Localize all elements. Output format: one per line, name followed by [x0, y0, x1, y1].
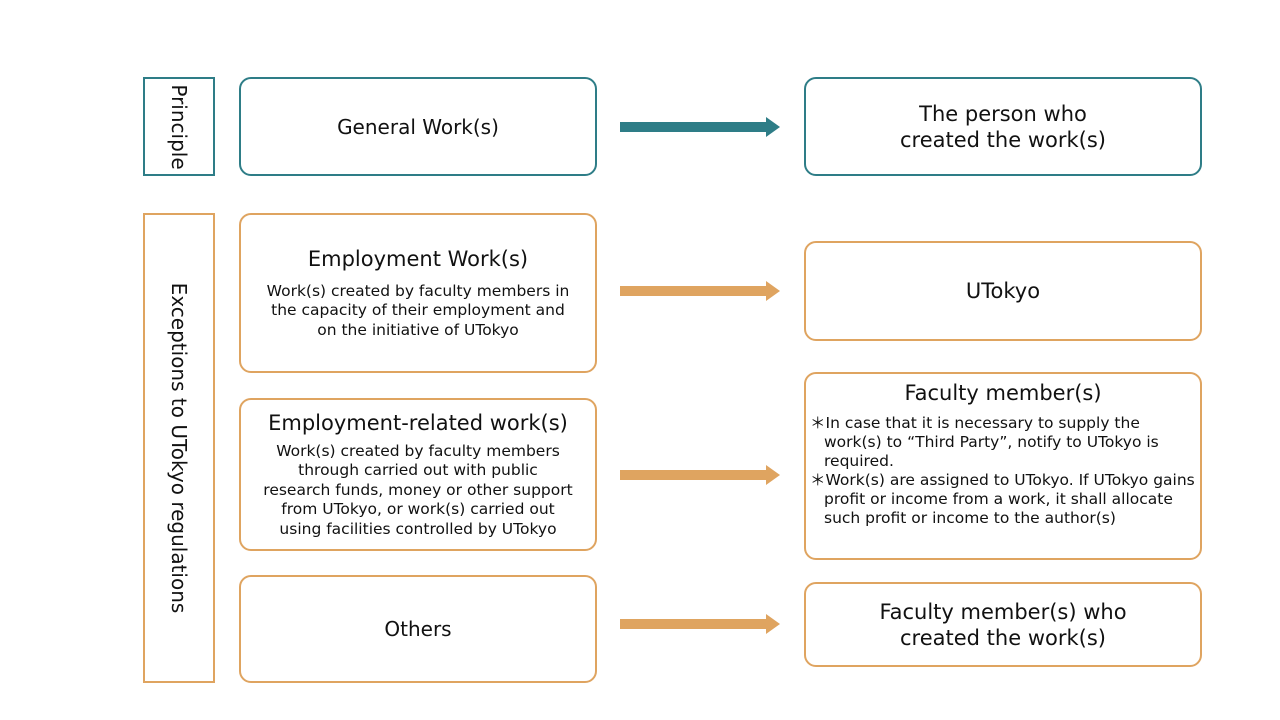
utokyo-box: UTokyo [804, 241, 1202, 341]
others-label: Others [384, 617, 452, 641]
employment-works-desc: Work(s) created by faculty members in th… [266, 281, 570, 339]
note-third-party: ＊In case that it is necessary to supply … [810, 414, 1159, 470]
creator-line-2: created the work(s) [900, 127, 1106, 152]
principle-label: Principle [167, 83, 191, 170]
general-works-box: General Work(s) [239, 77, 597, 176]
creator-line-1: The person who [919, 101, 1087, 126]
principle-label-box: Principle [143, 77, 215, 176]
note-assigned: ＊Work(s) are assigned to UTokyo. If UTok… [810, 471, 1195, 527]
employment-related-desc: Work(s) created by faculty members throu… [263, 441, 573, 538]
utokyo-label: UTokyo [965, 279, 1041, 303]
employment-related-arrow [620, 465, 780, 485]
employment-arrow [620, 281, 780, 301]
employment-related-box: Employment-related work(s) Work(s) creat… [239, 398, 597, 551]
general-works-label: General Work(s) [337, 114, 499, 139]
creator-box: The person who created the work(s) [804, 77, 1202, 176]
faculty-creators-box: Faculty member(s) who created the work(s… [804, 582, 1202, 667]
exceptions-label-box: Exceptions to UTokyo regulations [143, 213, 215, 683]
faculty-creators-line-1: Faculty member(s) who [879, 599, 1127, 624]
faculty-members-title: Faculty member(s) [904, 381, 1102, 405]
faculty-notes: ＊In case that it is necessary to supply … [806, 414, 1200, 528]
others-arrow [620, 614, 780, 634]
faculty-creators-line-2: created the work(s) [900, 625, 1106, 650]
faculty-members-box: Faculty member(s) ＊In case that it is ne… [804, 372, 1202, 560]
employment-works-title: Employment Work(s) [307, 246, 529, 271]
employment-related-title: Employment-related work(s) [268, 410, 568, 435]
principle-arrow [620, 117, 780, 137]
others-box: Others [239, 575, 597, 683]
employment-works-box: Employment Work(s) Work(s) created by fa… [239, 213, 597, 373]
exceptions-label: Exceptions to UTokyo regulations [167, 282, 191, 614]
